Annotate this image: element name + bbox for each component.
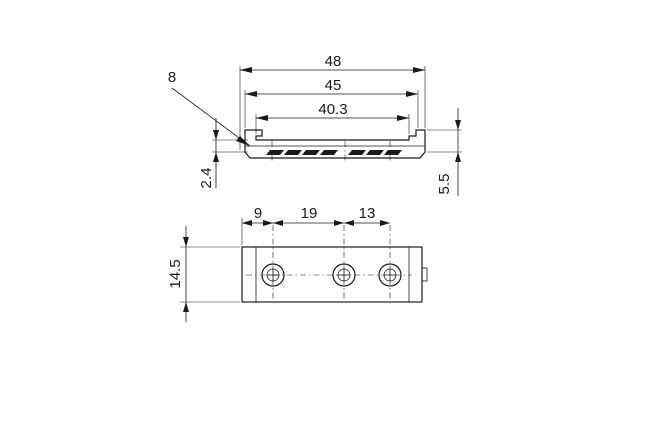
profile-view: 48 45 40.3 8 <box>168 53 462 196</box>
dim-hole-chain: 9 19 13 <box>241 205 390 245</box>
dim-14-5-label: 14.5 <box>167 259 184 288</box>
dim-2-4-label: 2.4 <box>198 168 215 189</box>
front-body <box>241 246 423 303</box>
dim-5-5-label: 5.5 <box>436 174 453 195</box>
dim-9-label: 9 <box>254 205 262 222</box>
dim-19-label: 19 <box>301 205 318 222</box>
dim-45-label: 45 <box>325 77 342 94</box>
profile-hatching <box>266 150 402 155</box>
dim-13-label: 13 <box>359 205 376 222</box>
dim-45: 45 <box>244 77 419 128</box>
profile-outline <box>244 129 426 159</box>
dim-5-5: 5.5 <box>427 108 462 196</box>
dim-48: 48 <box>239 53 426 150</box>
dim-48-label: 48 <box>325 53 342 70</box>
dim-14-5: 14.5 <box>167 226 240 322</box>
dim-40-3-label: 40.3 <box>318 101 347 118</box>
dim-40-3: 40.3 <box>255 101 410 134</box>
leader-8-label: 8 <box>168 69 176 86</box>
dim-2-4: 2.4 <box>198 118 248 188</box>
front-view: 9 19 13 14.5 <box>167 205 428 322</box>
leader-8: 8 <box>168 69 251 147</box>
